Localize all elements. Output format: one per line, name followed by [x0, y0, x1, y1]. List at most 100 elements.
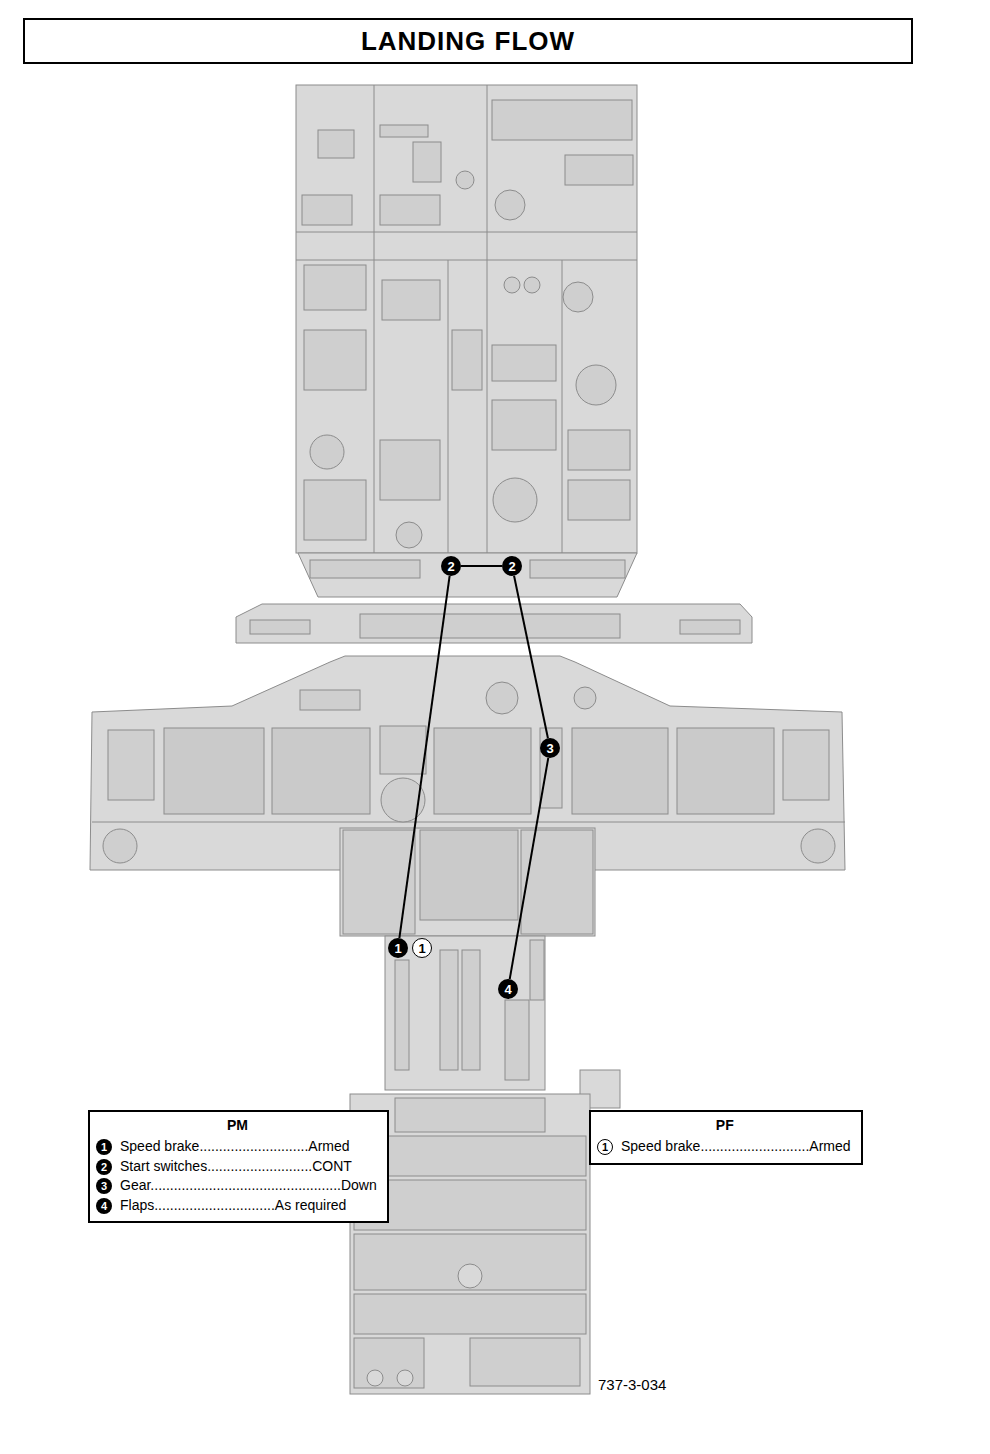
panel-divider	[296, 232, 637, 233]
callout-digit: 4	[101, 1201, 107, 1212]
flap-lever	[505, 1000, 529, 1080]
throttle-quadrant	[385, 936, 620, 1108]
handle	[470, 1338, 580, 1386]
knob	[396, 522, 422, 548]
speed-brake-lever	[395, 960, 409, 1070]
switch-group	[302, 195, 352, 225]
panel-divider	[562, 260, 563, 553]
standby-instrument	[380, 726, 426, 774]
switch-group	[300, 690, 360, 710]
flow-item: Gear....................................…	[98, 1176, 377, 1196]
callout-number: 1	[597, 1139, 613, 1155]
flow-item: Speed brake............................A…	[599, 1137, 851, 1157]
flow-line	[514, 576, 548, 738]
display-unit	[677, 728, 774, 814]
callout-number: 3	[96, 1178, 112, 1194]
gauge	[310, 435, 344, 469]
callout-digit: 4	[504, 983, 511, 996]
title-frame	[24, 19, 912, 63]
fuel-panel	[304, 265, 366, 310]
knob	[367, 1370, 383, 1386]
cabin-altitude-dial	[493, 478, 537, 522]
trim-wheel	[530, 940, 544, 1000]
switch-group	[492, 100, 632, 140]
callout-digit: 2	[101, 1162, 107, 1173]
cdu	[343, 830, 415, 934]
flap-gauge	[486, 682, 518, 714]
callout-digit: 1	[418, 942, 425, 955]
flow-line	[461, 565, 502, 567]
brake-gauge	[574, 687, 596, 709]
display-unit	[164, 728, 264, 814]
switch-group	[492, 345, 556, 381]
callout-number: 1	[96, 1139, 112, 1155]
lower-display	[420, 830, 518, 920]
panel-divider	[296, 260, 637, 261]
callout-digit: 1	[394, 942, 401, 955]
callout-digit: 2	[508, 560, 515, 573]
pedestal-body	[340, 828, 595, 936]
cdu	[521, 830, 593, 934]
audio-panel	[354, 1234, 586, 1290]
clock	[108, 730, 154, 800]
callout-number: 3	[540, 738, 560, 758]
transponder	[354, 1294, 586, 1334]
compass-gauge	[576, 365, 616, 405]
callout-number: 1	[412, 938, 432, 958]
quadrant-body	[385, 936, 545, 1090]
efis-control	[680, 620, 740, 634]
flow-line	[510, 758, 549, 979]
light-switches	[310, 560, 420, 578]
panel-divider	[92, 822, 845, 823]
knob	[397, 1370, 413, 1386]
mode-control-panel	[236, 604, 752, 643]
display-window	[382, 280, 440, 320]
panel-divider	[487, 85, 488, 553]
callout-number: 2	[441, 556, 461, 576]
display-unit	[572, 728, 668, 814]
callout-digit: 2	[447, 560, 454, 573]
light-switches	[530, 560, 625, 578]
callout-digit: 3	[546, 742, 553, 755]
flight-recorder	[565, 155, 633, 185]
switch-group	[452, 330, 482, 390]
mcp-windows	[360, 614, 620, 638]
thrust-lever	[440, 950, 458, 1070]
flow-item: Start switches..........................…	[98, 1157, 377, 1177]
switch-group	[304, 330, 366, 390]
vent	[103, 829, 137, 863]
callout-digit: 1	[602, 1142, 608, 1153]
gear-panel	[540, 728, 562, 808]
glareshield	[236, 604, 752, 643]
knob	[458, 1264, 482, 1288]
knob	[504, 277, 520, 293]
knob	[524, 277, 540, 293]
thrust-lever	[462, 950, 480, 1070]
overhead-panel	[296, 85, 637, 597]
flight-recorder-panel	[354, 1338, 424, 1388]
pressurization-panel	[380, 440, 440, 500]
title: LANDING FLOW	[24, 19, 912, 63]
panel-divider	[448, 260, 449, 553]
callout-number: 4	[498, 979, 518, 999]
efis-control	[250, 620, 310, 634]
display-unit	[272, 728, 370, 814]
callout-number: 4	[96, 1198, 112, 1214]
switch-group	[380, 195, 440, 225]
panel-divider	[374, 85, 375, 553]
display-unit	[434, 728, 531, 814]
speaker-grille	[318, 130, 354, 158]
switch-group	[492, 400, 556, 450]
switch-group	[568, 430, 630, 470]
box-heading: PF	[599, 1116, 851, 1134]
radio-panel	[354, 1180, 586, 1230]
flow-item: Flaps...............................As r…	[98, 1196, 377, 1216]
crew-list-box: PF Speed brake...........................…	[589, 1110, 863, 1165]
switch-group	[380, 125, 428, 137]
callout-number: 2	[96, 1159, 112, 1175]
overhead-body	[296, 85, 637, 553]
overhead-lower-strip	[298, 553, 637, 597]
